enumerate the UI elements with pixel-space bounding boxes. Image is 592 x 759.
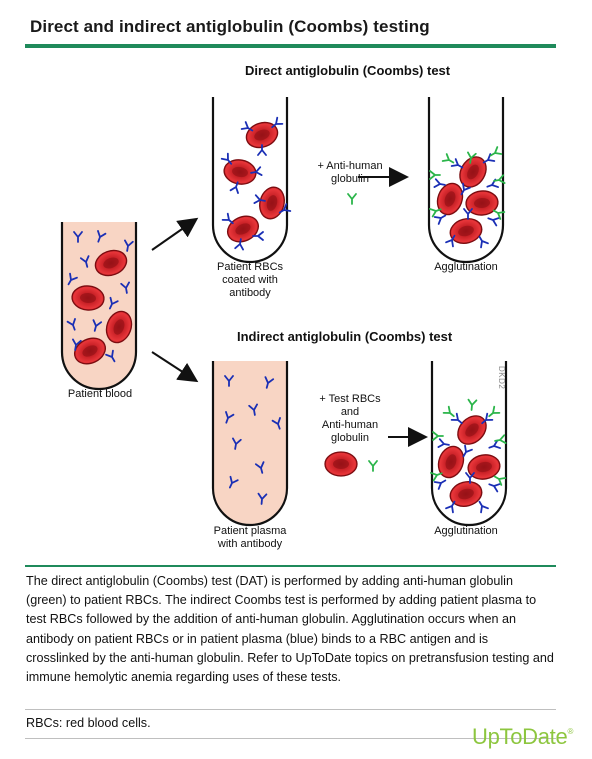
coated-rbc-tube xyxy=(211,97,292,264)
uptodate-logo: UpToDate® xyxy=(472,724,574,749)
arrow-to-indirect xyxy=(151,351,199,383)
footnote-divider xyxy=(25,709,556,710)
graphic-id-watermark: DKD2 xyxy=(497,366,506,390)
abbreviation-footnote: RBCs: red blood cells. xyxy=(26,716,151,730)
antiglobulin-icon xyxy=(347,193,357,205)
direct-result-label: Agglutination xyxy=(434,261,498,273)
test-rbc-icon xyxy=(324,451,358,477)
figure-caption: The direct antiglobulin (Coombs) test (D… xyxy=(26,574,554,685)
title-divider xyxy=(25,44,556,48)
direct-test-heading: Direct antiglobulin (Coombs) test xyxy=(245,63,451,78)
patient-blood-tube xyxy=(60,222,138,391)
page-title: Direct and indirect antiglobulin (Coombs… xyxy=(30,17,430,36)
indirect-result-label: Agglutination xyxy=(434,525,498,537)
arrow-to-direct xyxy=(151,217,199,251)
bottom-divider xyxy=(25,738,556,739)
indirect-test-heading: Indirect antiglobulin (Coombs) test xyxy=(237,329,453,344)
patient-blood-label: Patient blood xyxy=(67,388,133,400)
direct-reagent-label: + Anti-human globulin xyxy=(317,160,383,185)
indirect-agglutination-tube xyxy=(430,361,508,527)
direct-agglutination-tube xyxy=(427,97,506,264)
coombs-diagram xyxy=(60,97,508,527)
antiglobulin-icon xyxy=(368,460,378,472)
indirect-reagent-label: + Test RBCs and Anti-human globulin xyxy=(319,393,381,444)
patient-plasma-tube xyxy=(211,361,289,527)
coated-rbc-label: Patient RBCs coated with antibody xyxy=(216,261,284,299)
caption-divider xyxy=(25,565,556,567)
plasma-label: Patient plasma with antibody xyxy=(213,525,287,550)
